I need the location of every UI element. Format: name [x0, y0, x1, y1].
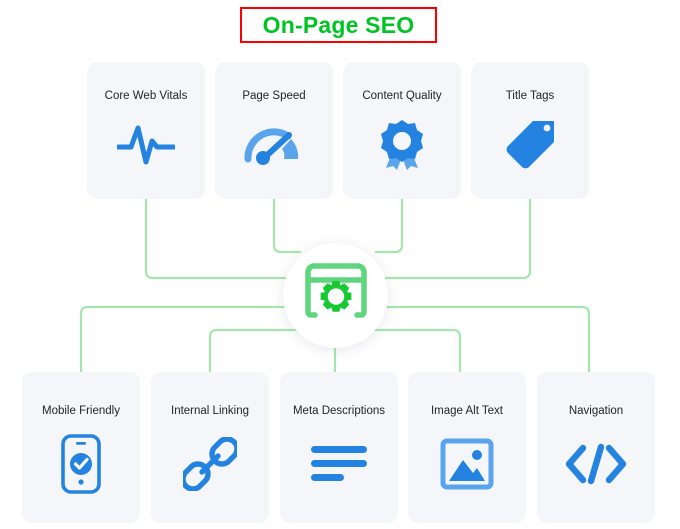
card-label: Core Web Vitals [104, 90, 188, 102]
text-lines-icon [280, 418, 398, 523]
price-tag-icon [471, 103, 589, 199]
link-title-tags [384, 197, 532, 280]
image-picture-icon [408, 418, 526, 523]
card-label: Title Tags [505, 90, 555, 102]
card-core-web-vitals[interactable]: Core Web Vitals [87, 62, 205, 199]
browser-window-gear-icon [304, 263, 367, 328]
card-label: Meta Descriptions [292, 405, 386, 417]
card-label: Mobile Friendly [42, 405, 120, 417]
card-label: Internal Linking [171, 405, 249, 417]
card-meta-descriptions[interactable]: Meta Descriptions [280, 372, 398, 523]
card-content-quality[interactable]: Content Quality [343, 62, 461, 199]
link-page-speed [272, 197, 302, 254]
card-internal-linking[interactable]: Internal Linking [151, 372, 269, 523]
card-page-speed[interactable]: Page Speed [215, 62, 333, 199]
card-label: Image Alt Text [430, 405, 504, 417]
card-navigation[interactable]: Navigation [537, 372, 655, 523]
card-label: Page Speed [242, 90, 306, 102]
award-ribbon-icon [343, 103, 461, 199]
card-label: Content Quality [362, 90, 442, 102]
mobile-phone-check-icon [22, 418, 140, 523]
link-content-quality [374, 197, 404, 254]
card-mobile-friendly[interactable]: Mobile Friendly [22, 372, 140, 523]
page-title: On-Page SEO [240, 7, 437, 43]
link-core-web-vitals [144, 197, 292, 280]
code-brackets-icon [537, 418, 655, 523]
card-label: Navigation [568, 405, 624, 417]
pulse-waveform-icon [87, 103, 205, 199]
speedometer-gauge-icon [215, 103, 333, 199]
chain-link-icon [151, 418, 269, 523]
card-title-tags[interactable]: Title Tags [471, 62, 589, 199]
card-image-alt-text[interactable]: Image Alt Text [408, 372, 526, 523]
hub-node[interactable] [283, 243, 388, 348]
page-title-text: On-Page SEO [262, 11, 415, 38]
